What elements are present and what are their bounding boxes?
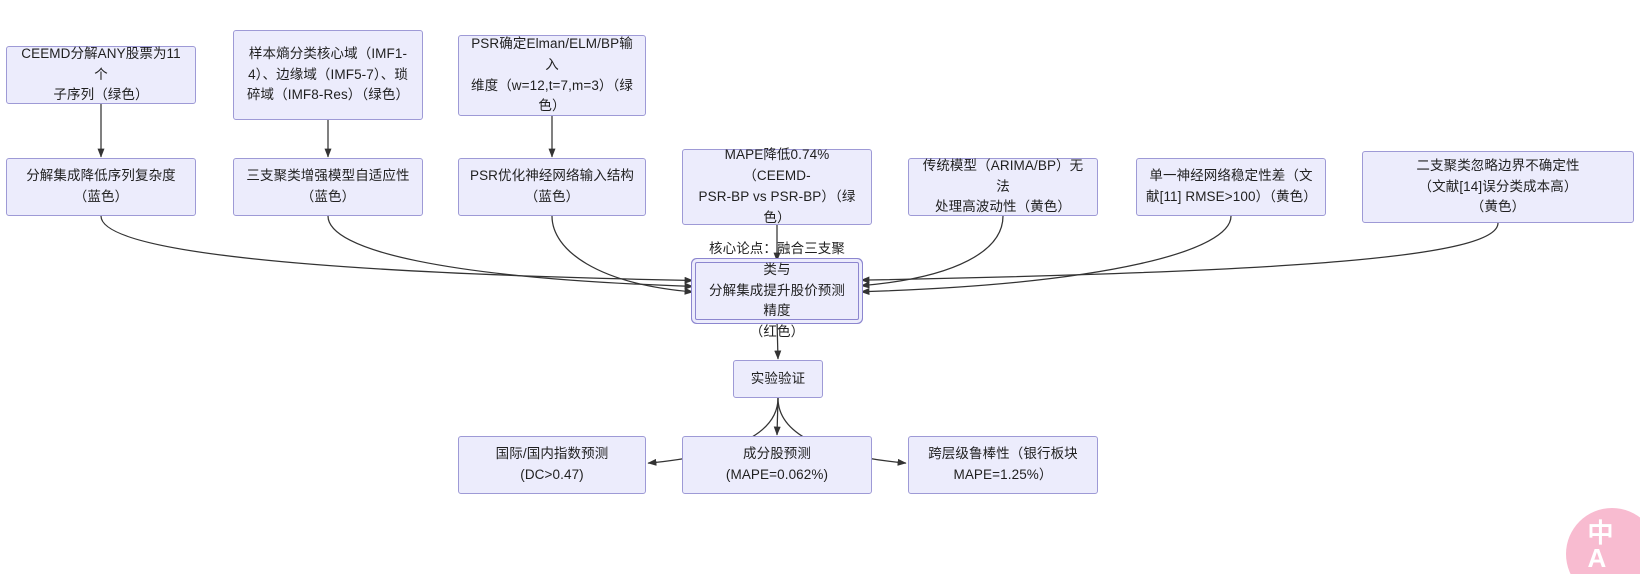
flow-node-label: 实验验证	[750, 370, 806, 386]
flow-edge-n6-to-n11	[551, 215, 694, 295]
flow-node-label: 单一神经网络稳定性差（文 献[11] RMSE>100）（黄色）	[1146, 168, 1317, 204]
flow-edge-n4-to-n11	[100, 215, 694, 284]
flow-node-n1[interactable]: CEEMD分解ANY股票为11个 子序列（绿色）	[6, 46, 196, 104]
flow-node-label: 成分股预测 (MAPE=0.062%)	[725, 446, 829, 482]
flow-node-n5[interactable]: 三支聚类增强模型自适应性 （蓝色）	[233, 158, 423, 216]
flow-node-label: PSR优化神经网络输入结构 （蓝色）	[469, 168, 635, 204]
flow-node-label: 跨层级鲁棒性（银行板块 MAPE=1.25%）	[928, 446, 1078, 482]
flow-node-n9[interactable]: 单一神经网络稳定性差（文 献[11] RMSE>100）（黄色）	[1136, 158, 1326, 216]
flow-node-label: 传统模型（ARIMA/BP）无法 处理高波动性（黄色）	[922, 157, 1084, 215]
flow-node-label: MAPE降低0.74%（CEEMD- PSR-BP vs PSR-BP）（绿 色…	[698, 147, 856, 225]
flow-node-n6[interactable]: PSR优化神经网络输入结构 （蓝色）	[458, 158, 646, 216]
flow-node-label: 国际/国内指数预测 (DC>0.47)	[495, 446, 609, 482]
flow-node-n14[interactable]: 成分股预测 (MAPE=0.062%)	[682, 436, 872, 494]
flow-node-label: 分解集成降低序列复杂度 （蓝色）	[26, 168, 176, 204]
flow-edge-n10-to-n11	[860, 222, 1499, 284]
flow-node-n2[interactable]: 样本熵分类核心域（IMF1- 4）、边缘域（IMF5-7）、琐 碎域（IMF8-…	[233, 30, 423, 120]
flow-node-n13[interactable]: 国际/国内指数预测 (DC>0.47)	[458, 436, 646, 494]
flow-node-n12[interactable]: 实验验证	[733, 360, 823, 398]
flow-edge-n9-to-n11	[860, 215, 1232, 296]
flow-node-label: 二支聚类忽略边界不确定性 （文献[14]误分类成本高） （黄色）	[1416, 157, 1580, 215]
flow-edge-n12-to-n14	[773, 397, 781, 436]
flow-node-n7[interactable]: MAPE降低0.74%（CEEMD- PSR-BP vs PSR-BP）（绿 色…	[682, 147, 872, 225]
flow-node-label: PSR确定Elman/ELM/BP输入 维度（w=12,t=7,m=3）（绿 色…	[471, 35, 633, 114]
flow-node-label: 三支聚类增强模型自适应性 （蓝色）	[246, 168, 410, 204]
flow-node-n8[interactable]: 传统模型（ARIMA/BP）无法 处理高波动性（黄色）	[908, 158, 1098, 216]
flow-node-label: 核心论点：融合三支聚类与 分解集成提升股价预测精度 （红色）	[709, 240, 845, 340]
flow-node-n11[interactable]: 核心论点：融合三支聚类与 分解集成提升股价预测精度 （红色）	[692, 241, 862, 339]
flow-edge-n5-to-n11	[327, 215, 694, 290]
flow-node-n4[interactable]: 分解集成降低序列复杂度 （蓝色）	[6, 158, 196, 216]
flow-node-n10[interactable]: 二支聚类忽略边界不确定性 （文献[14]误分类成本高） （黄色）	[1362, 151, 1634, 223]
flow-node-label: 样本熵分类核心域（IMF1- 4）、边缘域（IMF5-7）、琐 碎域（IMF8-…	[246, 45, 410, 103]
flow-node-label: CEEMD分解ANY股票为11个 子序列（绿色）	[21, 45, 181, 103]
flow-edge-n8-to-n11	[860, 215, 1004, 289]
flow-node-n3[interactable]: PSR确定Elman/ELM/BP输入 维度（w=12,t=7,m=3）（绿 色…	[458, 35, 646, 116]
flow-node-n15[interactable]: 跨层级鲁棒性（银行板块 MAPE=1.25%）	[908, 436, 1098, 494]
